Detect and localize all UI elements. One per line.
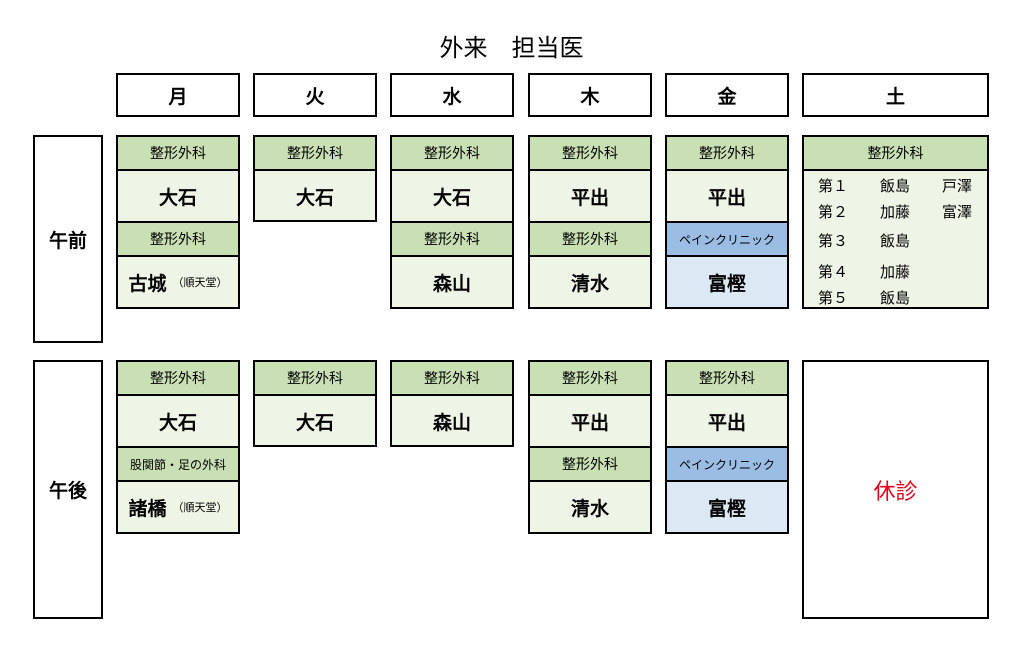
doctor-name: 富樫 [667, 482, 787, 532]
doctor-name: 飯島 [880, 232, 911, 250]
doctor-name: 平出 [667, 396, 787, 448]
department-label: 整形外科 [255, 137, 375, 171]
department-label: 整形外科 [667, 137, 787, 171]
department-label: 整形外科 [530, 362, 650, 396]
pm-wed-block: 整形外科 森山 [390, 360, 514, 447]
day-header-fri: 金 [665, 73, 789, 117]
pm-mon-block: 整形外科 大石 股関節・足の外科 諸橋（順天堂） [116, 360, 240, 534]
week-label: 第１ [818, 177, 849, 195]
department-label: ペインクリニック [667, 223, 787, 257]
week-label: 第４ [818, 263, 849, 281]
affiliation-note: （順天堂） [172, 501, 228, 514]
doctor-name: 大石 [295, 411, 334, 434]
day-header-wed: 水 [390, 73, 514, 117]
doctor-name: 森山 [432, 411, 471, 434]
am-sat-block: 整形外科 第１ 飯島 戸澤 第２ 加藤 富澤 第３ 飯島 第４ 加藤 第５ 飯島 [802, 135, 989, 309]
department-label: 整形外科 [392, 223, 512, 257]
department-label: 整形外科 [530, 448, 650, 482]
department-label: 整形外科 [530, 223, 650, 257]
doctor-name: 加藤 [880, 263, 911, 281]
doctor-name: 戸澤 [942, 177, 973, 195]
doctor-name: 平出 [667, 171, 787, 223]
doctor-name: 大石 [118, 171, 238, 223]
week-label: 第２ [818, 203, 849, 221]
period-afternoon: 午後 [33, 360, 103, 619]
doctor-name: 富樫 [667, 257, 787, 307]
day-header-mon: 月 [116, 73, 240, 117]
day-header-tue: 火 [253, 73, 377, 117]
department-label: 整形外科 [118, 223, 238, 257]
pm-tue-block: 整形外科 大石 [253, 360, 377, 447]
am-mon-block: 整形外科 大石 整形外科 古城（順天堂） [116, 135, 240, 309]
doctor-name: 平出 [530, 171, 650, 223]
department-label: 整形外科 [804, 137, 987, 171]
pm-sat-block: 休診 [802, 360, 989, 619]
am-fri-block: 整形外科 平出 ペインクリニック 富樫 [665, 135, 789, 309]
doctor-name: 富澤 [942, 203, 973, 221]
department-label: 整形外科 [392, 137, 512, 171]
pm-fri-block: 整形外科 平出 ペインクリニック 富樫 [665, 360, 789, 534]
department-label: 整形外科 [118, 137, 238, 171]
department-label: 股関節・足の外科 [118, 448, 238, 482]
department-label: 整形外科 [667, 362, 787, 396]
doctor-name: 大石 [118, 396, 238, 448]
department-label: ペインクリニック [667, 448, 787, 482]
doctor-name: 清水 [570, 497, 609, 520]
department-label: 整形外科 [255, 362, 375, 396]
doctor-name: 加藤 [880, 203, 911, 221]
am-thu-block: 整形外科 平出 整形外科 清水 [528, 135, 652, 309]
department-label: 整形外科 [530, 137, 650, 171]
doctor-name: 諸橋（順天堂） [128, 497, 228, 520]
day-header-sat: 土 [802, 73, 989, 117]
department-label: 整形外科 [118, 362, 238, 396]
doctor-name: 森山 [432, 272, 471, 295]
affiliation-note: （順天堂） [172, 276, 228, 289]
doctor-name: 古城（順天堂） [128, 272, 228, 295]
doctor-name: 平出 [530, 396, 650, 448]
doctor-name: 飯島 [880, 289, 911, 307]
day-header-thu: 木 [528, 73, 652, 117]
week-label: 第３ [818, 232, 849, 250]
doctor-name: 清水 [570, 272, 609, 295]
pm-thu-block: 整形外科 平出 整形外科 清水 [528, 360, 652, 534]
doctor-name: 大石 [295, 186, 334, 209]
doctor-name: 飯島 [880, 177, 911, 195]
page-title: 外来 担当医 [439, 34, 584, 62]
department-label: 整形外科 [392, 362, 512, 396]
period-morning: 午前 [33, 135, 103, 343]
closed-label: 休診 [873, 479, 918, 505]
am-wed-block: 整形外科 大石 整形外科 森山 [390, 135, 514, 309]
doctor-name: 大石 [392, 171, 512, 223]
am-tue-block: 整形外科 大石 [253, 135, 377, 222]
week-label: 第５ [818, 289, 849, 307]
